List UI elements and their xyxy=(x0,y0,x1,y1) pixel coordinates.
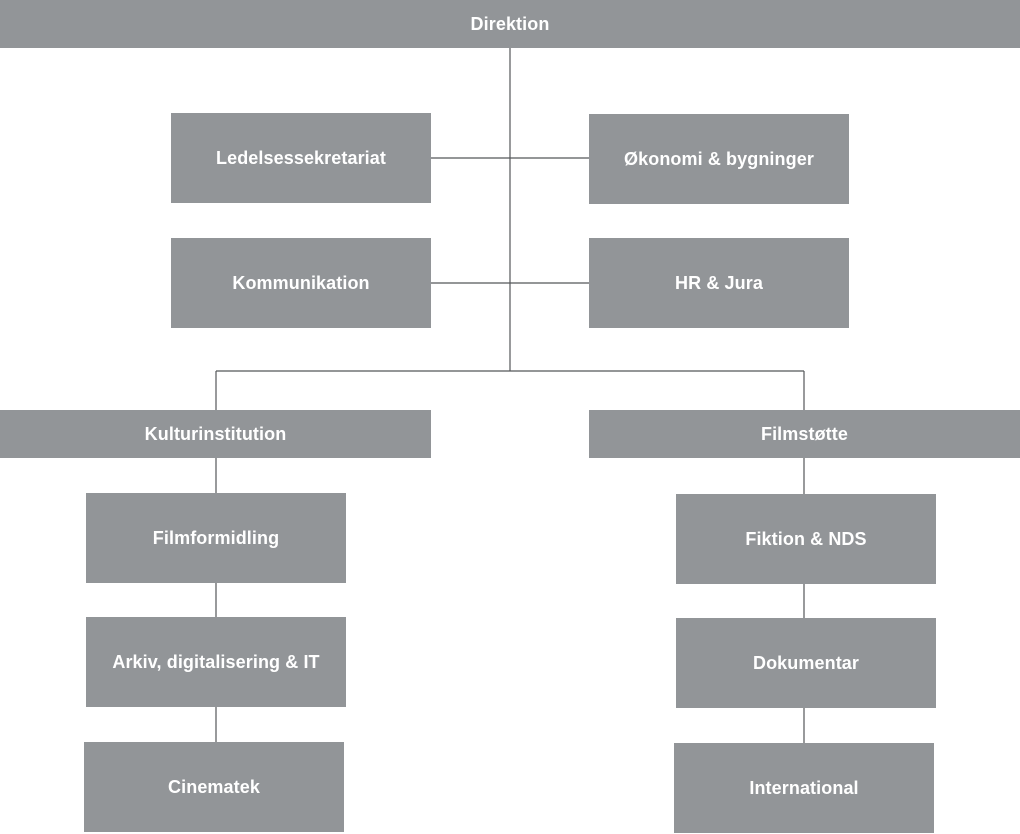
kulturinstitution-box: Kulturinstitution xyxy=(0,410,431,458)
ledelsessekretariat-box: Ledelsessekretariat xyxy=(171,113,431,203)
filmformidling-box: Filmformidling xyxy=(86,493,346,583)
arkiv-digitalisering-it-box: Arkiv, digitalisering & IT xyxy=(86,617,346,707)
dokumentar-box: Dokumentar xyxy=(676,618,936,708)
hr-jura-box: HR & Jura xyxy=(589,238,849,328)
fiktion-nds-box: Fiktion & NDS xyxy=(676,494,936,584)
kommunikation-box: Kommunikation xyxy=(171,238,431,328)
filmstotte-box: Filmstøtte xyxy=(589,410,1020,458)
cinematek-box: Cinematek xyxy=(84,742,344,832)
okonomi-bygninger-box: Økonomi & bygninger xyxy=(589,114,849,204)
international-box: International xyxy=(674,743,934,833)
direktion-box: Direktion xyxy=(0,0,1020,48)
